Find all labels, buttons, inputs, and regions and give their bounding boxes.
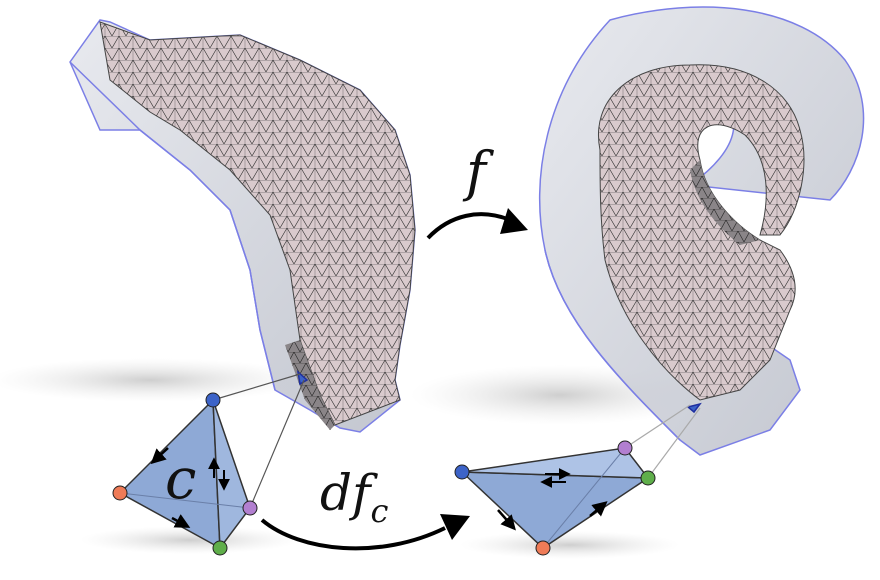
vertex-orange [535, 540, 551, 556]
left-tet-shadow [80, 526, 300, 554]
cell-label: c [165, 447, 196, 512]
vertex-green [640, 470, 656, 486]
orientation-arrow [150, 447, 169, 465]
target-selected-cell [686, 402, 702, 414]
differential-label-base: df [320, 464, 378, 522]
left-shape-shadow [0, 358, 310, 402]
orientation-arrow [589, 501, 608, 517]
target-mesh-surface [598, 64, 805, 401]
orientation-arrow [171, 514, 191, 528]
source-tetrahedron: c [112, 392, 258, 556]
target-shape [538, 6, 865, 456]
source-shell-edge [69, 61, 276, 391]
vertex-blue [205, 392, 221, 408]
target-inner-face [690, 160, 760, 245]
vertex-blue [454, 464, 470, 480]
map-arrow-head [500, 208, 528, 234]
map-label: f [462, 140, 494, 203]
source-tet-face-right [212, 399, 251, 551]
differential-arrow-curve [260, 518, 446, 551]
vertex-purple [242, 500, 258, 516]
source-shape [69, 19, 416, 433]
differential-label: dfc [320, 464, 389, 530]
zoom-connectors [212, 373, 701, 509]
map-arrow-curve [426, 212, 511, 240]
differential-arrow-head [440, 514, 470, 540]
vertex-green [212, 540, 228, 556]
vertex-orange [112, 485, 128, 501]
map-arrow-dfc: dfc [260, 464, 470, 551]
vertex-purple [617, 440, 633, 456]
target-shell-edge [544, 249, 681, 441]
source-mesh-surface [99, 21, 416, 426]
differential-label-sub: c [371, 492, 389, 530]
target-tetrahedron [454, 440, 656, 556]
orientation-arrow [497, 509, 516, 531]
source-inner-face [285, 340, 335, 430]
right-tet-shadow [460, 531, 680, 559]
map-arrow-f: f [426, 140, 528, 240]
